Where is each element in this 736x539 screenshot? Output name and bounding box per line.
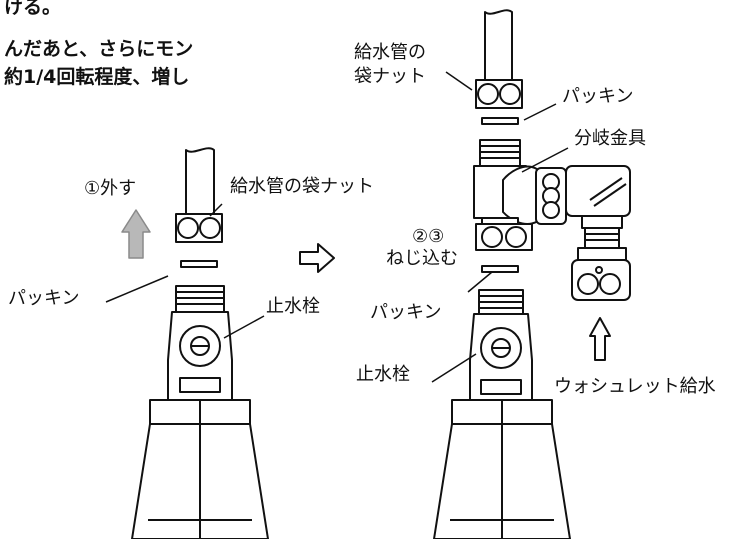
right-valve-label: 止水栓 bbox=[356, 364, 410, 385]
left-supply-pipe bbox=[185, 147, 215, 215]
branch-fitting-label: 分岐金具 bbox=[574, 128, 646, 149]
right-supply-pipe bbox=[484, 9, 513, 81]
leader-lines bbox=[105, 71, 569, 383]
left-fixture-base bbox=[131, 399, 269, 539]
transition-right-arrow-icon bbox=[299, 243, 335, 273]
left-packing bbox=[180, 260, 218, 268]
instruction-line-2: んだあと、さらにモン bbox=[4, 38, 194, 60]
remove-up-arrow-icon bbox=[121, 209, 151, 259]
right-packing-label: パッキン bbox=[370, 302, 442, 323]
washlet-supply-label: ウォシュレット給水 bbox=[554, 376, 716, 397]
step-screw-number-label: ②③ bbox=[412, 226, 445, 247]
washlet-connector bbox=[571, 215, 631, 301]
instruction-line-3: 約1/4回転程度、増し bbox=[4, 66, 190, 88]
right-flare-nut bbox=[475, 79, 523, 109]
instruction-line-1: ける。 bbox=[4, 0, 62, 18]
branch-fitting bbox=[473, 139, 631, 251]
left-flare-nut bbox=[175, 213, 223, 243]
left-stop-valve bbox=[167, 285, 233, 401]
step-screw-label: ねじ込む bbox=[386, 248, 458, 269]
right-top-packing-label: パッキン bbox=[562, 86, 634, 107]
left-nut-label: 給水管の袋ナット bbox=[230, 176, 374, 197]
right-nut-label-line1: 給水管の bbox=[354, 42, 426, 63]
right-packing bbox=[481, 265, 519, 273]
right-nut-label-line2: 袋ナット bbox=[354, 66, 426, 87]
step-remove-label: ①外す bbox=[84, 178, 137, 199]
right-stop-valve bbox=[469, 289, 533, 401]
left-valve-label: 止水栓 bbox=[266, 296, 320, 317]
right-packing-top bbox=[481, 117, 519, 125]
right-fixture-base bbox=[433, 399, 571, 539]
left-packing-label: パッキン bbox=[8, 288, 80, 309]
washlet-up-arrow-icon bbox=[589, 317, 611, 361]
